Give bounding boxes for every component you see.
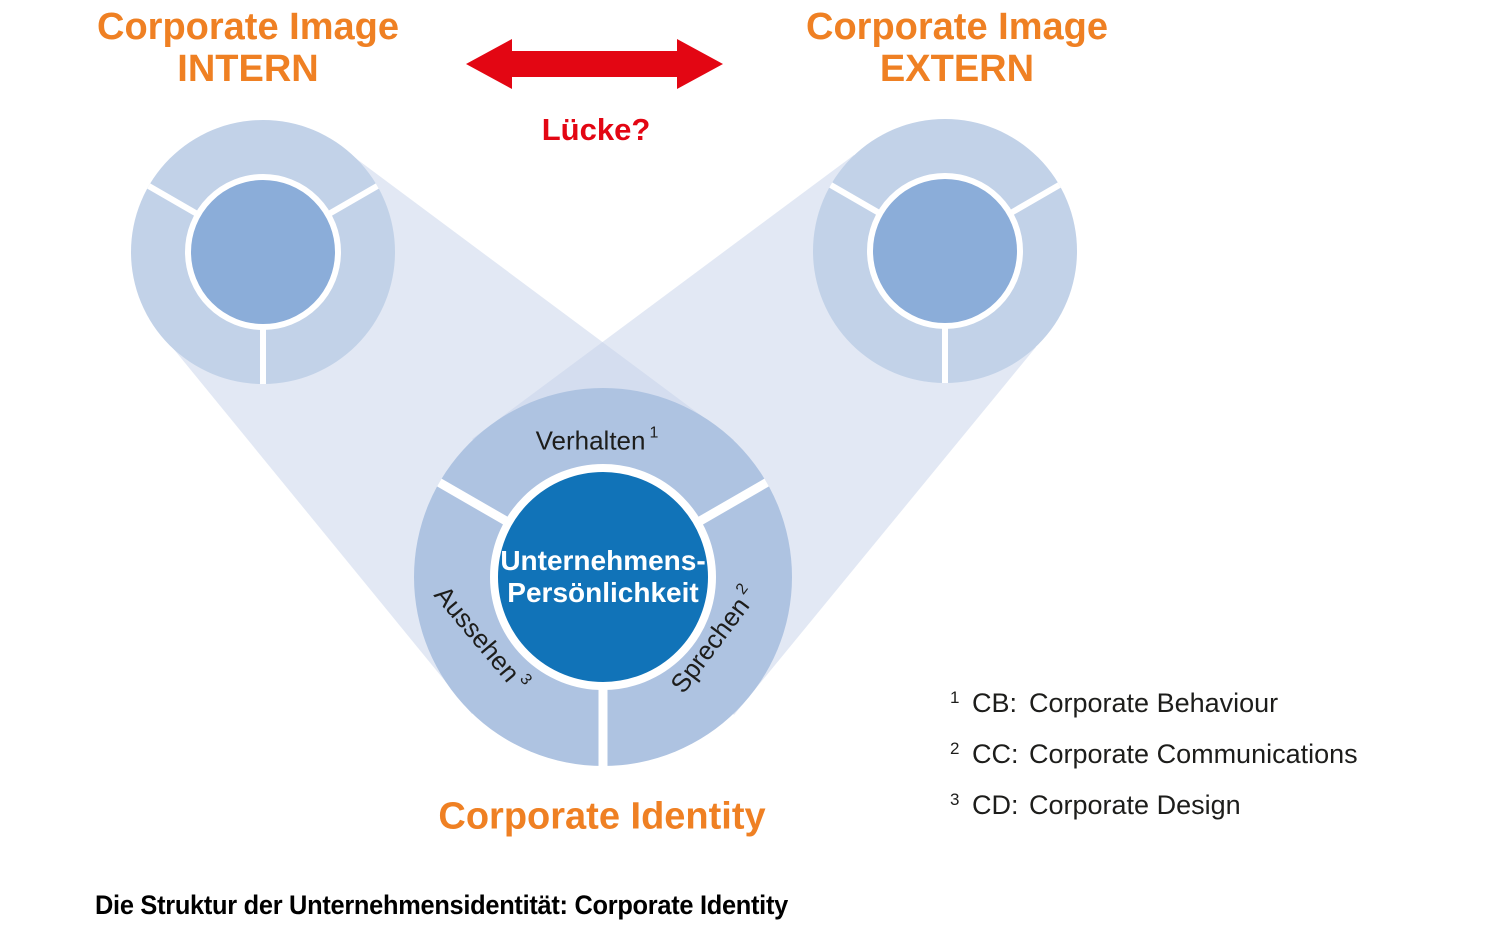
figure-caption: Die Struktur der Unternehmensidentität: … (95, 890, 788, 920)
circle-image-intern (131, 120, 395, 384)
core-personality-label: Unternehmens- Persönlichkeit (500, 545, 705, 609)
extern-title: Corporate Image EXTERN (806, 6, 1108, 90)
legend-cc-sup: 2 (950, 739, 960, 758)
core-label-line1: Unternehmens- (500, 545, 706, 576)
gap-question-label: Lücke? (541, 112, 651, 147)
intern-title-line1: Corporate Image (97, 6, 399, 48)
extern-title-line1: Corporate Image (806, 6, 1108, 48)
legend-item-cc: 2 CC: Corporate Communications (950, 739, 1358, 770)
gap-arrow-icon (466, 39, 723, 89)
segment-verhalten-text: Verhalten (535, 425, 646, 456)
legend-cd-sup: 3 (950, 790, 960, 809)
corporate-identity-label: Corporate Identity (438, 795, 766, 838)
legend-item-cd: 3 CD: Corporate Design (950, 790, 1358, 821)
legend-item-cb: 1 CB: Corporate Behaviour (950, 688, 1358, 719)
legend: 1 CB: Corporate Behaviour 2 CC: Corporat… (950, 688, 1358, 841)
intern-title: Corporate Image INTERN (97, 6, 399, 90)
core-label-line2: Persönlichkeit (507, 577, 699, 608)
legend-cc-name: Corporate Communications (1029, 739, 1358, 769)
legend-cd-name: Corporate Design (1029, 790, 1241, 820)
legend-cd-abbr: CD: (972, 790, 1019, 820)
extern-title-line2: EXTERN (879, 48, 1035, 90)
legend-cb-sup: 1 (950, 688, 960, 707)
circle-image-extern (813, 119, 1077, 383)
legend-cb-name: Corporate Behaviour (1029, 688, 1279, 718)
legend-cb-abbr: CB: (972, 688, 1018, 718)
intern-title-line2: INTERN (177, 48, 319, 90)
legend-cc-abbr: CC: (972, 739, 1019, 769)
circle-corporate-identity (414, 388, 792, 766)
segment-verhalten-sup: 1 (649, 424, 659, 442)
